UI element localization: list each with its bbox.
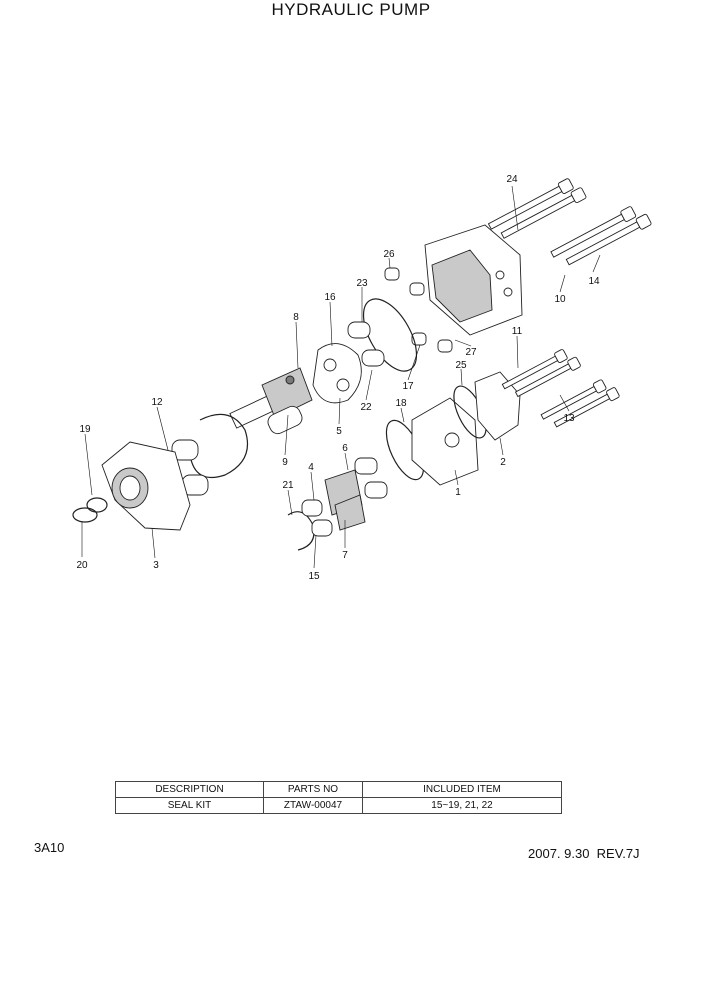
- callout-11: 11: [512, 326, 523, 337]
- cell-parts-no: ZTAW-00047: [263, 797, 363, 814]
- front-flange: [101, 441, 191, 531]
- callout-9: 9: [282, 457, 288, 468]
- page-code: 3A10: [34, 840, 65, 855]
- callout-22: 22: [360, 402, 372, 413]
- cell-description: SEAL KIT: [115, 797, 264, 814]
- callout-20: 20: [76, 560, 88, 571]
- exploded-view-diagram: 24 14 10 26 23 16 8 27 11 25 17 22 5 18 …: [72, 174, 652, 582]
- callout-7: 7: [342, 550, 348, 561]
- bushings-upper: [384, 267, 453, 353]
- callout-15: 15: [308, 571, 320, 582]
- callout-labels: 24 14 10 26 23 16 8 27 11 25 17 22 5 18 …: [76, 174, 600, 582]
- callout-27: 27: [465, 347, 477, 358]
- callout-5: 5: [336, 426, 342, 437]
- callout-19: 19: [79, 424, 91, 435]
- table-header-row: DESCRIPTION PARTS NO INCLUDED ITEM: [115, 781, 562, 798]
- drive-gear-shaft: [229, 367, 313, 435]
- revision-label: 2007. 9.30 REV.7J: [528, 846, 640, 861]
- leader-lines: [81, 185, 601, 569]
- callout-1: 1: [455, 487, 461, 498]
- callout-10: 10: [554, 294, 566, 305]
- seal-ring-23: [362, 298, 418, 372]
- callout-12: 12: [151, 397, 163, 408]
- callout-13: 13: [563, 413, 575, 424]
- callout-25: 25: [455, 360, 467, 371]
- col-description: DESCRIPTION: [115, 781, 264, 798]
- wear-plate-upper: [312, 321, 385, 404]
- callout-26: 26: [383, 249, 395, 260]
- callout-4: 4: [308, 462, 314, 473]
- callout-18: 18: [395, 398, 407, 409]
- callout-8: 8: [293, 312, 299, 323]
- callout-6: 6: [342, 443, 348, 454]
- callout-24: 24: [506, 174, 518, 185]
- callout-16: 16: [324, 292, 336, 303]
- rear-section-body: [385, 371, 521, 486]
- callout-21: 21: [282, 480, 294, 491]
- cell-included-item: 15~19, 21, 22: [362, 797, 562, 814]
- bolt-group-lower: [501, 349, 620, 428]
- callout-3: 3: [153, 560, 159, 571]
- rear-housing: [424, 224, 523, 336]
- page-title: HYDRAULIC PUMP: [271, 0, 431, 19]
- shaft-seals: [72, 497, 108, 523]
- callout-14: 14: [588, 276, 600, 287]
- callout-2: 2: [500, 457, 506, 468]
- lower-gear-set: [287, 457, 388, 551]
- callout-17: 17: [402, 381, 414, 392]
- col-included-item: INCLUDED ITEM: [362, 781, 562, 798]
- seal-kit-table: DESCRIPTION PARTS NO INCLUDED ITEM SEAL …: [115, 781, 562, 814]
- col-parts-no: PARTS NO: [263, 781, 363, 798]
- bolt-group-upper: [487, 178, 652, 266]
- callout-23: 23: [356, 278, 368, 289]
- table-row: SEAL KIT ZTAW-00047 15~19, 21, 22: [115, 797, 562, 814]
- front-bushings: [171, 413, 249, 496]
